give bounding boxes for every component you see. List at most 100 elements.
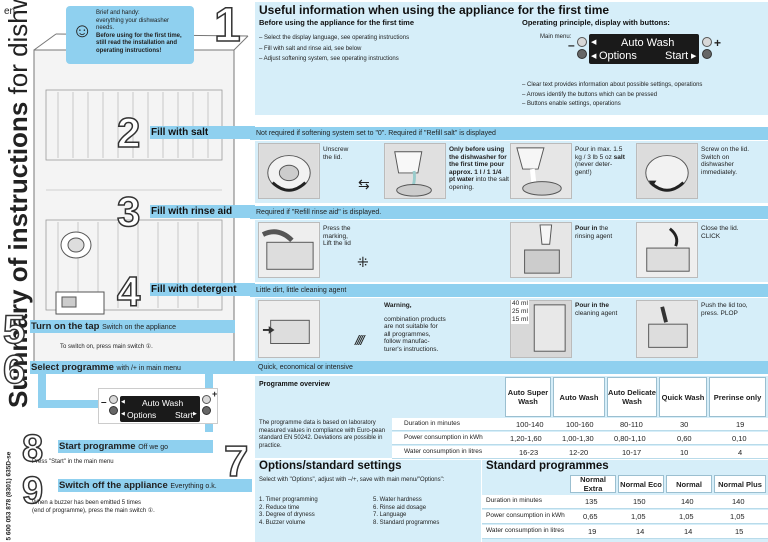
rinse-pour-photo [510, 222, 572, 278]
section-6-band [30, 361, 768, 374]
bottom-left-button[interactable] [577, 49, 587, 59]
p-display-top: Auto Wash [142, 398, 184, 408]
section-1-bullets: – Select the display language, see opera… [259, 35, 409, 64]
row-val-3: 0,80-1,10 [614, 434, 646, 443]
section-2-title: Fill with salt [151, 127, 209, 138]
salt-step-1-text: Unscrew the lid. [323, 146, 349, 161]
overview-note: The programme data is based on laborator… [259, 420, 386, 449]
note-3: – Buttons enable settings, operations [522, 101, 621, 107]
row-val-4: 140 [732, 497, 745, 506]
step-5-number: 5 [2, 308, 26, 352]
section-1-title: Useful information when using the applia… [259, 3, 610, 17]
option-2: 2. Reduce time [259, 504, 300, 511]
row-val-5: 4 [738, 448, 743, 457]
row-val-1: 100-140 [516, 420, 544, 429]
p-plus-label: + [212, 389, 218, 399]
row-val-3: 80-110 [620, 420, 643, 429]
section-9-title-line: Switch off the appliance Everything o.k. [59, 480, 217, 491]
section-6-sub: with /+ in main menu [116, 365, 181, 372]
p-bottom-left-button[interactable] [109, 406, 118, 415]
sparkle-icon: ⁜ [357, 254, 369, 270]
row-val-5: 0,10 [732, 434, 747, 443]
connector-left [38, 372, 46, 406]
main-menu-label: Main menu: [540, 34, 572, 40]
section-5-band [30, 320, 235, 333]
display-right-text: Start [665, 50, 689, 62]
section-3-bar: Required if "Refill rinse aid" is displa… [250, 206, 768, 219]
row-val-2: 14 [636, 527, 645, 536]
standard-col-1: Normal Extra [570, 475, 616, 493]
options-list-a: 1. Timer programming 2. Reduce time 3. D… [259, 497, 318, 527]
section-5-sub: Switch on the appliance [102, 324, 177, 331]
rinse-step-3-text: Close the lid. CLICK [701, 225, 739, 240]
salt-step-2-text: Only before using the dishwasher for the… [449, 146, 509, 192]
warning-head: Warning, [384, 302, 412, 309]
standard-row-water: Water consumption in litres 19 14 14 15 [482, 525, 768, 539]
rinse-press-photo [258, 222, 320, 278]
note-2: – Arrows identify the buttons which can … [522, 91, 658, 98]
row-val-2: 12-20 [569, 448, 589, 457]
standard-col-2: Normal Eco [618, 475, 664, 493]
intro-line1: Brief and handy: [96, 10, 140, 16]
section-7-panel [255, 460, 481, 542]
display-screen: Auto Wash Options Start ◀ ◀ ▶ [589, 34, 699, 64]
salt-pour-photo [510, 143, 572, 199]
bullet-1: – Select the display language, see opera… [259, 35, 410, 41]
option-7: 7. Language [373, 512, 407, 518]
overview-col-4: Quick Wash [659, 377, 707, 417]
p-top-left-button[interactable] [109, 395, 118, 404]
detergent-open-photo [258, 300, 320, 358]
note-1: – Clear text provides information about … [522, 82, 703, 88]
detergent-step-2-text: Pour in the cleaning agent [575, 302, 627, 317]
option-3: 3. Degree of dryness [259, 512, 315, 518]
row-label: Water consumption in litres [486, 527, 565, 534]
row-label: Power consumption in kWh [486, 512, 565, 519]
dishwasher-illustration [33, 33, 249, 366]
rinse-step-2-bold: Pour in [575, 225, 598, 232]
step-4-number: 4 [116, 268, 141, 315]
standard-row-duration: Duration in minutes 135 150 140 140 [482, 495, 768, 509]
p-top-right-button[interactable] [202, 395, 211, 404]
intro-bold3: operating instructions! [96, 47, 162, 54]
row-val-2: 1,05 [631, 512, 646, 521]
options-list-b: 5. Water hardness 6. Rinse aid dosage 7.… [373, 497, 439, 527]
row-val-2: 1,00-1,30 [562, 434, 594, 443]
top-right-button[interactable] [702, 37, 712, 47]
display-left-text: Options [599, 50, 637, 62]
step-2-number: 2 [116, 109, 141, 156]
detergent-close-photo [636, 300, 698, 358]
section-2-bar: Not required if softening system set to … [250, 127, 768, 140]
arrow-left-icon: ◀ [121, 411, 125, 417]
salt-step-3-c: (never deter-gent!) [575, 161, 613, 176]
section-1-notes: – Clear text provides information about … [522, 82, 702, 109]
display-top-text: Auto Wash [621, 37, 675, 49]
row-val-4: 15 [735, 527, 744, 536]
step-8-number: 8 [21, 428, 44, 470]
main-menu-display: – Auto Wash Options Start ◀ ◀ ▶ + [568, 30, 721, 64]
warning-text: combination products are not suitable fo… [384, 315, 446, 353]
top-left-button[interactable] [577, 37, 587, 47]
section-6-title-line: Select programme with /+ in main menu [31, 362, 181, 373]
standard-col-4: Normal Plus [714, 475, 766, 493]
level-25: 25 ml [511, 308, 529, 316]
bottom-right-button[interactable] [702, 49, 712, 59]
salt-step-3-a: Pour in max. 1.5 kg / 3 lb 5 oz [575, 146, 623, 161]
overview-row-power: Power consumption in kWh 1,20-1,60 1,00-… [392, 432, 768, 445]
salt-step-2-bold: Only before using the dishwasher for the… [449, 146, 507, 184]
salt-water-photo [384, 143, 446, 199]
intro-line2: everything your dishwasher [96, 17, 170, 24]
connector-bottom [38, 400, 108, 408]
section-3-title: Fill with rinse aid [151, 206, 233, 217]
smiley-icon: ☺ [72, 20, 93, 42]
section-8-title-line: Start programme Off we go [59, 441, 168, 452]
row-val-1: 1,20-1,60 [510, 434, 542, 443]
section-5-title: Turn on the tap [31, 321, 100, 332]
detergent-step-2-rest: cleaning agent [575, 309, 618, 317]
minus-label: – [568, 38, 575, 52]
section-4-bar: Little dirt, little cleaning agent [250, 284, 768, 297]
p-display-screen: Auto Wash Options Start ◀ ◀ ▶ [120, 396, 200, 422]
arrow-left-icon: ◀ [121, 399, 125, 405]
p-bottom-right-button[interactable] [202, 406, 211, 415]
programme-display: – Auto Wash Options Start ◀ ◀ ▶ + [98, 388, 218, 424]
section-7-title: Options/standard settings [259, 460, 402, 472]
